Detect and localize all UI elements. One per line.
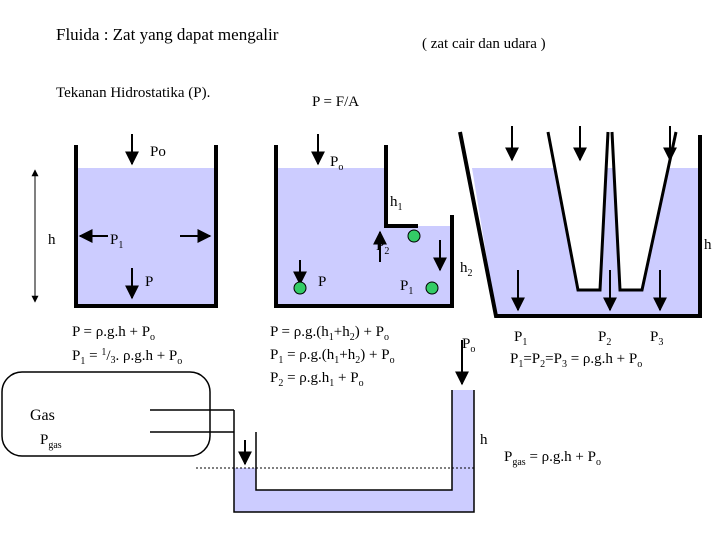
tank-2-formula-3: P2 = ρ.g.h1 + Po — [270, 370, 364, 389]
tank-3-p2-label: P2 — [598, 329, 611, 348]
title-note: ( zat cair dan udara ) — [422, 36, 546, 52]
tank-2-p-label: P — [318, 274, 326, 290]
tank-2: Po h1 P2 h2 P P1 P = ρ.g.(h1+h2) + Po P1… — [270, 134, 473, 389]
tank-1-surface-label: Po — [150, 144, 166, 160]
tank-1-p-label: P — [145, 274, 153, 290]
tank-2-probe-left — [293, 281, 307, 295]
tank-3-outer-walls — [458, 131, 702, 318]
tank-3: h P1 P2 P3 P1=P2=P3 = ρ.g.h + Po — [458, 126, 712, 370]
tank-1-p1-label: P1 — [110, 232, 123, 251]
tank-2-fluid — [276, 168, 452, 306]
tank-2-p2-label: P2 — [376, 238, 389, 257]
manometer-h-label: h — [480, 432, 488, 448]
manometer-formula: Pgas = ρ.g.h + Po — [504, 449, 601, 468]
tank-1-walls — [74, 145, 218, 308]
page-title: Fluida : Zat yang dapat mengalir — [56, 25, 279, 44]
gas-chamber — [1, 371, 211, 457]
tank-2-h1-label: h1 — [390, 194, 403, 213]
tank-1-formula-1: P = ρ.g.h + Po — [72, 324, 155, 343]
pressure-definition: P = F/A — [312, 94, 359, 110]
u-tube-fluid — [234, 390, 474, 512]
manometer: Po h Gas Pgas Pgas = ρ.g.h + Po — [1, 336, 601, 513]
tank-3-depth-label: h — [704, 237, 712, 253]
tank-1: Po h P1 P P = ρ.g.h + Po P1 = 1/3. ρ.g.h… — [31, 134, 218, 367]
tank-1-formula-2: P1 = 1/3. ρ.g.h + Po — [72, 347, 182, 367]
tank-2-probe-right — [425, 281, 439, 295]
tank-1-depth-label: h — [48, 232, 56, 248]
gas-label: Gas — [30, 407, 55, 424]
tank-3-p1-label: P1 — [514, 329, 527, 348]
tank-2-h2-label: h2 — [460, 260, 473, 279]
u-tube-inner — [255, 390, 453, 491]
tank-2-surface-label: Po — [330, 154, 343, 173]
pgas-label: Pgas — [40, 432, 62, 451]
manometer-po-label: Po — [462, 336, 475, 355]
tank-2-formula-1: P = ρ.g.(h1+h2) + Po — [270, 324, 389, 343]
tank-3-partition-2 — [610, 131, 678, 292]
tank-2-p1-label: P1 — [400, 278, 413, 297]
tank-2-probe-upper — [407, 229, 421, 243]
tank-3-formula: P1=P2=P3 = ρ.g.h + Po — [510, 351, 642, 370]
tank-2-formula-2: P1 = ρ.g.(h1+h2) + Po — [270, 347, 395, 366]
tank-3-partition-1 — [546, 131, 610, 292]
intro-label: Tekanan Hidrostatika (P). — [56, 85, 210, 101]
tank-3-p3-label: P3 — [650, 329, 663, 348]
